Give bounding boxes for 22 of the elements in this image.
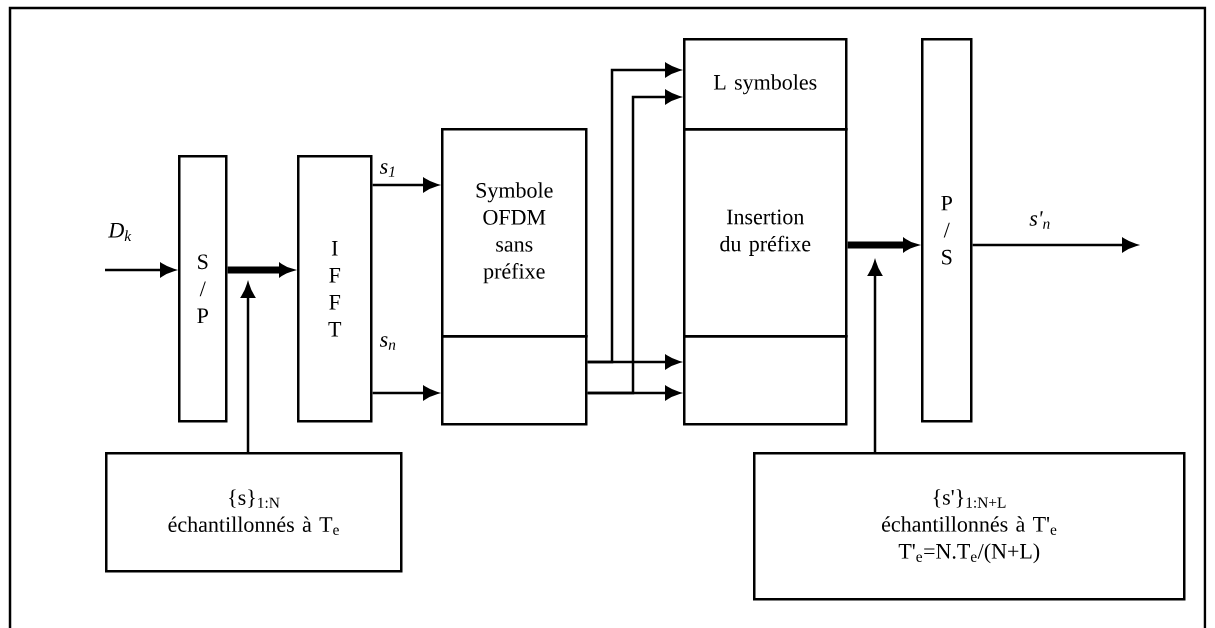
arrow xyxy=(587,386,680,400)
process-box: Insertion du préfixe xyxy=(683,128,848,338)
process-box: L symboles xyxy=(683,38,848,131)
arrow xyxy=(372,178,438,192)
edge-label: s$_{n}$ xyxy=(379,336,396,350)
edge-label: D$_{k}$ xyxy=(108,223,132,241)
arrow xyxy=(241,283,255,452)
arrow xyxy=(868,261,882,452)
converter-box: P / S xyxy=(921,38,973,423)
edge-label: s'$_{n}$ xyxy=(1029,211,1050,229)
box-section xyxy=(683,335,848,426)
arrow xyxy=(372,386,438,400)
arrow xyxy=(105,263,175,277)
arrow xyxy=(972,238,1137,252)
process-box: I F F T xyxy=(297,155,373,423)
arrow xyxy=(587,355,680,369)
note-box: {s'}$_{1:N+L}$ échantillonnés à T'$_{e}$ T'$_{e}$=N.T$_{e}$/(N+L) xyxy=(753,452,1186,601)
converter-box: S / P xyxy=(178,155,228,423)
process-box: Symbole OFDM sans préfixe xyxy=(441,128,588,338)
note-box: {s}$_{1:N}$ échantillonnés à T$_{e}$ xyxy=(105,452,403,573)
box-section xyxy=(441,335,588,426)
edge-label: s$_{1}$ xyxy=(379,163,395,177)
